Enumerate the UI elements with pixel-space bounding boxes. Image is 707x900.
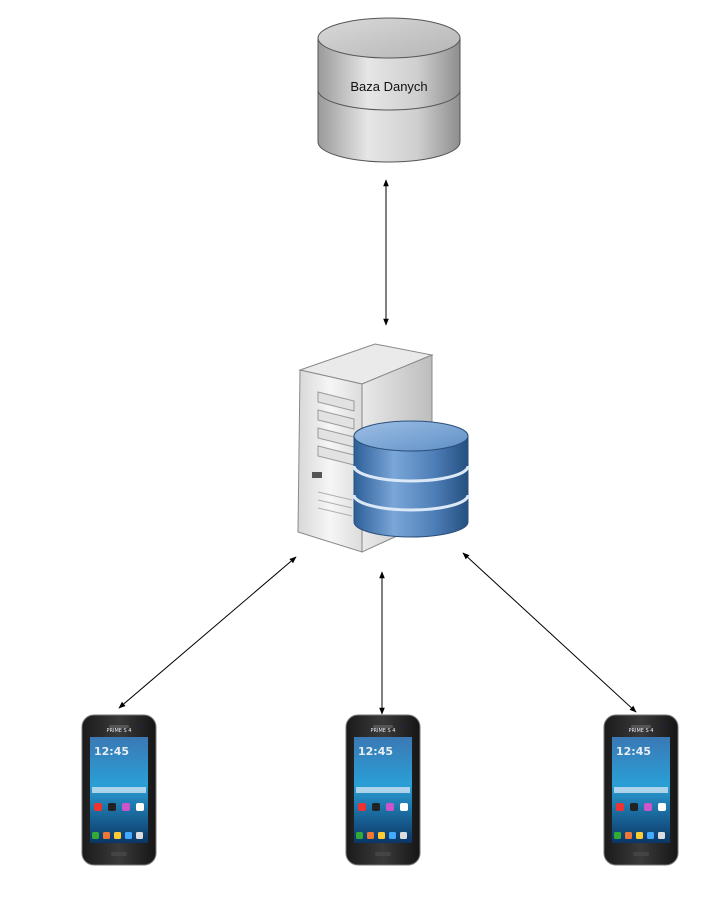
smartphone-icon bbox=[345, 714, 421, 866]
server-with-database-icon bbox=[297, 343, 470, 553]
server bbox=[297, 343, 470, 553]
phone-1: PRIME S 4 12:45 bbox=[81, 714, 157, 866]
phone-brand-label: PRIME S 4 bbox=[371, 728, 396, 734]
phone-brand-label: PRIME S 4 bbox=[107, 728, 132, 734]
phone-clock: 12:45 bbox=[358, 745, 393, 758]
connection-server-phone-3 bbox=[462, 552, 637, 713]
phone-clock: 12:45 bbox=[616, 745, 651, 758]
database: Baza Danych bbox=[317, 17, 461, 163]
phone-2: PRIME S 4 12:45 bbox=[345, 714, 421, 866]
phones: PRIME S 4 12:45 PRIME S 4 12:45 PRIME S 4 12:… bbox=[81, 714, 679, 866]
smartphone-icon bbox=[603, 714, 679, 866]
database-label: Baza Danych bbox=[350, 79, 427, 94]
smartphone-icon bbox=[81, 714, 157, 866]
connections bbox=[118, 179, 637, 715]
connection-server-phone-1 bbox=[118, 556, 297, 709]
phone-brand-label: PRIME S 4 bbox=[629, 728, 654, 734]
phone-3: PRIME S 4 12:45 bbox=[603, 714, 679, 866]
phone-clock: 12:45 bbox=[94, 745, 129, 758]
database-cylinder-icon bbox=[317, 17, 461, 163]
